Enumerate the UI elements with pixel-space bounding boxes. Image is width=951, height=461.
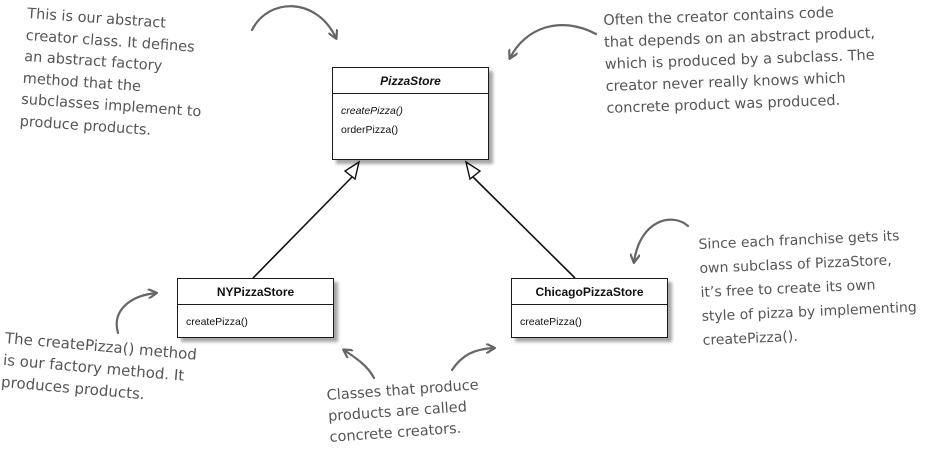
chicagopizzastore-methods: createPizza() xyxy=(512,305,667,336)
annotation-arrow-abstract-creator xyxy=(250,5,336,38)
nypizzastore-class: NYPizzaStore createPizza() xyxy=(177,278,334,338)
nypizzastore-method-createpizza: createPizza() xyxy=(186,316,248,328)
annotation-arrow-concrete-left xyxy=(344,350,376,380)
inheritance-arrowhead-left xyxy=(343,160,361,181)
pizzastore-methods: createPizza() orderPizza() xyxy=(333,94,488,144)
chicagopizzastore-class: ChicagoPizzaStore createPizza() xyxy=(511,278,668,338)
nypizzastore-class-name: NYPizzaStore xyxy=(178,279,333,305)
pizzastore-method-orderpizza: orderPizza() xyxy=(341,124,399,136)
chicagopizzastore-class-name: ChicagoPizzaStore xyxy=(512,279,667,305)
note-abstract-creator: This is our abstract creator class. It d… xyxy=(19,5,202,139)
note-creator-code: Often the creator contains code that dep… xyxy=(603,4,876,117)
chicagopizzastore-method-createpizza: createPizza() xyxy=(520,316,582,328)
pizzastore-method-createpizza: createPizza() xyxy=(341,105,403,117)
annotation-arrow-creator-code xyxy=(510,24,598,58)
inheritance-arrowhead-right xyxy=(464,160,482,181)
annotation-arrow-concrete-right xyxy=(450,348,494,372)
nypizzastore-methods: createPizza() xyxy=(178,305,333,336)
inheritance-line-chicago xyxy=(471,175,576,279)
inheritance-line-ny xyxy=(252,175,354,279)
annotation-arrow-factory-method xyxy=(115,293,156,335)
pizzastore-class-name: PizzaStore xyxy=(333,68,488,94)
pizzastore-class: PizzaStore createPizza() orderPizza() xyxy=(332,67,489,160)
note-concrete-creators: Classes that produce products are called… xyxy=(326,377,480,446)
annotation-arrow-franchise xyxy=(634,218,690,262)
note-franchise: Since each franchise gets its own subcla… xyxy=(698,228,918,349)
